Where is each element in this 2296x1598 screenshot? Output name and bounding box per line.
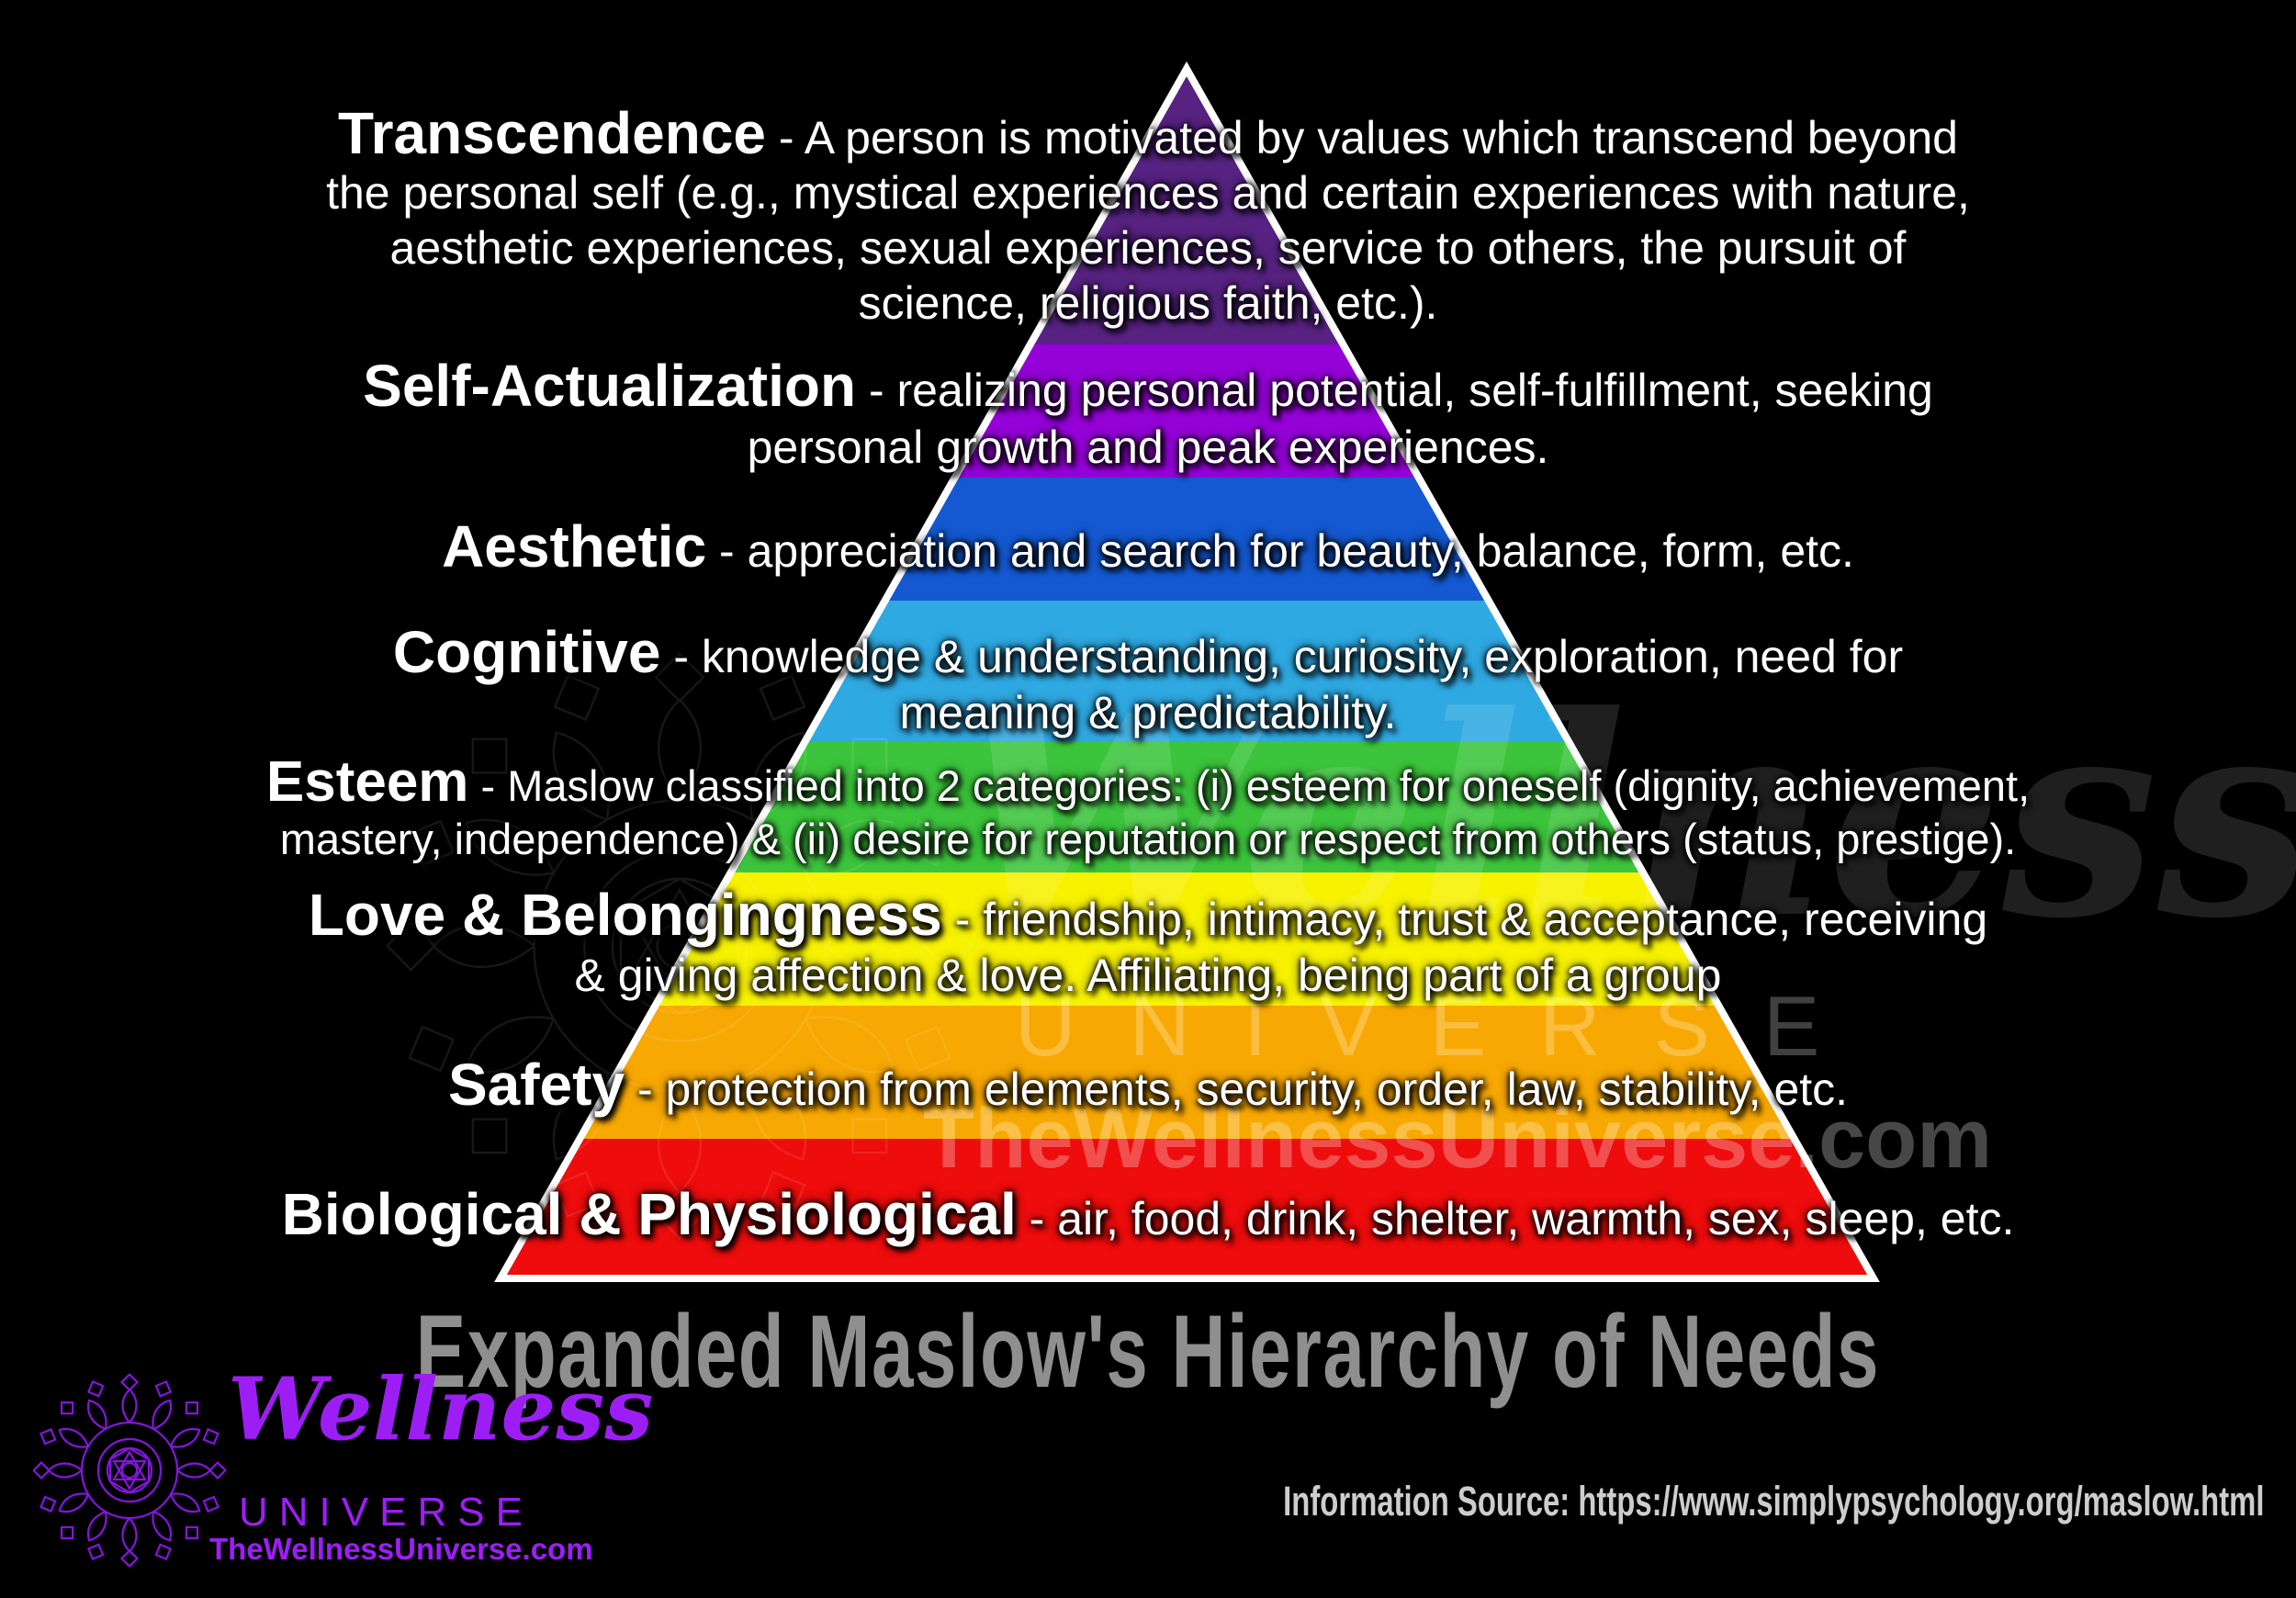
level-desc-line: - protection from elements, security, or… xyxy=(625,1063,1849,1115)
level-name-love-belongingness: Love & Belongingness xyxy=(308,882,942,948)
level-name-safety: Safety xyxy=(447,1052,625,1118)
level-desc-line: - realizing personal potential, self-ful… xyxy=(856,365,1933,416)
logo-universe-text: UNIVERSE xyxy=(239,1490,534,1535)
logo-wellness-text: Wellness xyxy=(228,1359,654,1460)
level-name-transcendence: Transcendence xyxy=(338,100,767,166)
level-desc-line: mastery, independence) & (ii) desire for… xyxy=(279,815,2017,863)
level-label-aesthetic: Aesthetic - appreciation and search for … xyxy=(0,517,2296,580)
level-desc-line: - friendship, intimacy, trust & acceptan… xyxy=(941,894,1988,945)
level-name-self-actualization: Self-Actualization xyxy=(363,353,857,419)
level-desc-line: personal growth and peak experiences. xyxy=(747,422,1549,473)
pyramid-band-safety xyxy=(501,1006,1874,1139)
level-label-biological-physiological: Biological & Physiological - air, food, … xyxy=(0,1185,2296,1247)
wellness-universe-logo: Wellness UNIVERSE TheWellnessUniverse.co… xyxy=(0,1359,653,1598)
source-note-text: Information Source: https://www.simplyps… xyxy=(1282,1478,2264,1525)
site-url-watermark: TheWellnessUniverse.com xyxy=(923,1092,1993,1186)
level-label-cognitive: Cognitive - knowledge & understanding, c… xyxy=(0,623,2296,741)
level-name-biological-physiological: Biological & Physiological xyxy=(281,1181,1017,1247)
page-title-text: Expanded Maslow's Hierarchy of Needs xyxy=(415,1294,1881,1409)
level-label-love-belongingness: Love & Belongingness - friendship, intim… xyxy=(0,885,2296,1004)
level-label-transcendence: Transcendence - A person is motivated by… xyxy=(0,104,2296,331)
level-desc-line: - A person is motivated by values which … xyxy=(766,112,1958,163)
level-desc-line: meaning & predictability. xyxy=(899,687,1397,738)
pyramid-band-love-belongingness xyxy=(501,872,1874,1006)
level-label-esteem: Esteem - Maslow classified into 2 catego… xyxy=(0,754,2296,866)
level-desc-line: - Maslow classified into 2 categories: (… xyxy=(468,761,2031,810)
level-label-safety: Safety - protection from elements, secur… xyxy=(0,1055,2296,1118)
universe-watermark: UNIVERSE xyxy=(1015,980,1874,1074)
mandala-icon xyxy=(33,1374,226,1567)
level-desc-line: science, religious faith, etc.). xyxy=(858,277,1438,329)
pyramid-band-biological-physiological xyxy=(501,1139,1874,1278)
level-name-esteem: Esteem xyxy=(265,750,469,814)
source-note: Information Source: https://www.simplyps… xyxy=(920,1480,2264,1522)
logo-site-url: TheWellnessUniverse.com xyxy=(209,1532,593,1566)
level-name-cognitive: Cognitive xyxy=(392,619,661,685)
level-label-self-actualization: Self-Actualization - realizing personal … xyxy=(0,356,2296,476)
level-desc-line: the personal self (e.g., mystical experi… xyxy=(326,167,1970,219)
level-desc-line: & giving affection & love. Affiliating, … xyxy=(574,950,1722,1001)
mandala-watermark-icon xyxy=(386,652,974,1240)
level-name-aesthetic: Aesthetic xyxy=(442,513,707,580)
wellness-script-watermark: Wellness xyxy=(955,655,2296,979)
page-title: Expanded Maslow's Hierarchy of Needs xyxy=(0,1300,2296,1403)
level-desc-line: aesthetic experiences, sexual experience… xyxy=(389,222,1907,274)
level-desc-line: - appreciation and search for beauty, ba… xyxy=(706,525,1854,577)
pyramid-outline xyxy=(494,61,1880,1282)
level-desc-line: - air, food, drink, shelter, warmth, sex… xyxy=(1016,1193,2015,1244)
level-desc-line: - knowledge & understanding, curiosity, … xyxy=(660,631,1904,682)
